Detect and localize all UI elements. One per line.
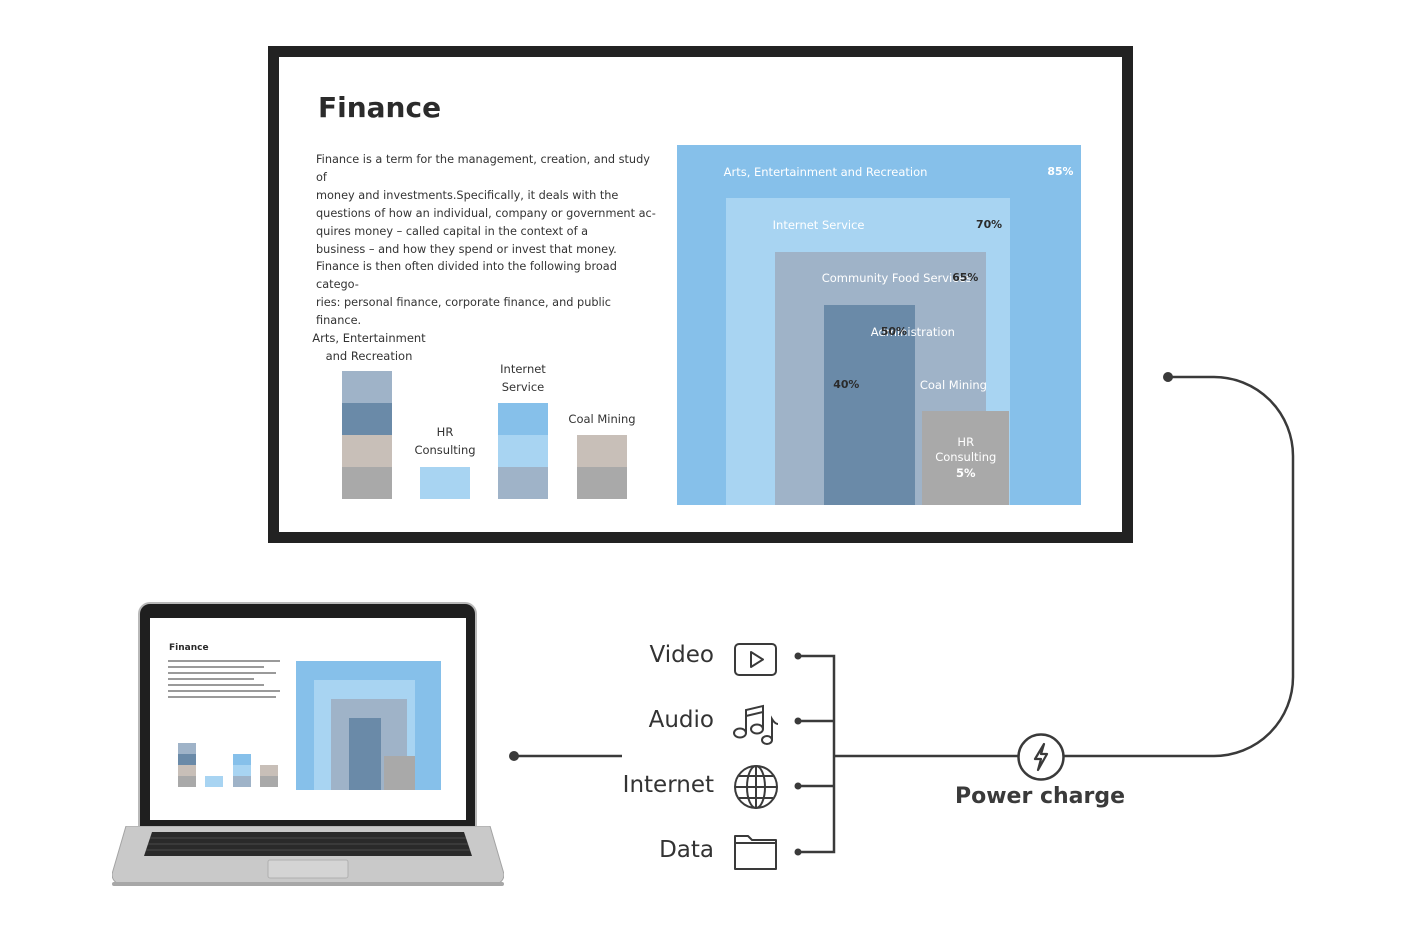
stack-hr-block-1 bbox=[420, 467, 470, 499]
mini-block bbox=[205, 776, 223, 787]
data-label: Data bbox=[659, 837, 714, 863]
slide-body-line: money and investments.Specifically, it d… bbox=[316, 188, 619, 202]
large-display: Finance Finance is a term for the manage… bbox=[268, 46, 1133, 543]
folder-icon bbox=[734, 835, 777, 870]
mini-block bbox=[260, 765, 278, 776]
slide-body-line: business – and how they spend or invest … bbox=[316, 242, 617, 256]
stack-label-internet: Internet Service bbox=[500, 362, 546, 394]
step-label: Arts, Entertainment and Recreation bbox=[723, 164, 928, 179]
stack-arts-block-3 bbox=[342, 435, 392, 467]
step-value-label: 70% bbox=[976, 218, 1003, 232]
slide-body: Finance is a term for the management, cr… bbox=[316, 151, 656, 330]
slide-body-line: Finance is a term for the management, cr… bbox=[316, 153, 650, 184]
audio-label: Audio bbox=[648, 707, 714, 733]
mini-block bbox=[178, 754, 196, 765]
hr-label-line: HR bbox=[957, 435, 975, 450]
slide-title: Finance bbox=[318, 91, 442, 124]
mini-block bbox=[178, 765, 196, 776]
laptop: Finance bbox=[138, 602, 477, 830]
step-label: Internet Service bbox=[772, 218, 865, 233]
mini-block bbox=[233, 776, 251, 787]
stack-label-hr: HR Consulting bbox=[414, 425, 476, 457]
step-label: Community Food Services bbox=[821, 271, 972, 286]
stack-internet-block-1 bbox=[498, 403, 548, 435]
stack-label-arts: Arts, Entertainment and Recreation bbox=[312, 331, 426, 363]
step-label: Administration bbox=[870, 324, 955, 339]
step-bar-hr-consulting bbox=[922, 411, 1010, 505]
hr-label-line: 5% bbox=[955, 466, 976, 481]
step-value-label: 65% bbox=[952, 271, 979, 285]
mini-block bbox=[233, 754, 251, 765]
stack-arts-block-2 bbox=[342, 403, 392, 435]
display-screen: Finance Finance is a term for the manage… bbox=[279, 57, 1122, 532]
stack-label-coal: Coal Mining bbox=[568, 412, 636, 426]
stack-arts-block-4 bbox=[342, 467, 392, 499]
hr-label-line: Consulting bbox=[935, 449, 997, 464]
step-value-label: 50% bbox=[880, 324, 907, 338]
step-value-label: 40% bbox=[833, 377, 860, 391]
slide-body-line: Finance is then often divided into the f… bbox=[316, 260, 617, 292]
stack-coal-block-2 bbox=[577, 467, 627, 499]
stack-arts-block-1 bbox=[342, 371, 392, 403]
mini-block bbox=[233, 765, 251, 776]
laptop-slide-title: Finance bbox=[169, 643, 209, 653]
lightning-bolt-icon bbox=[1017, 733, 1065, 781]
laptop-keyboard-base bbox=[112, 826, 504, 886]
video-play-icon bbox=[734, 643, 777, 676]
stack-coal-block-1 bbox=[577, 435, 627, 467]
mini-block bbox=[178, 776, 196, 787]
mini-block bbox=[178, 743, 196, 754]
music-notes-icon bbox=[733, 704, 779, 745]
step-bar-hr-consulting bbox=[383, 756, 415, 790]
step-label: Coal Mining bbox=[919, 377, 987, 392]
stack-internet-block-2 bbox=[498, 435, 548, 467]
step-chart: Arts, Entertainment and Recreation 85% Int… bbox=[677, 145, 1091, 505]
step-value-label: 85% bbox=[1047, 164, 1074, 178]
slide-body-line: questions of how an individual, company … bbox=[316, 206, 656, 220]
stack-internet-block-3 bbox=[498, 467, 548, 499]
globe-icon bbox=[734, 765, 778, 809]
power-charge-label: Power charge bbox=[954, 784, 1126, 809]
laptop-step-chart bbox=[296, 661, 444, 790]
video-label: Video bbox=[649, 642, 714, 668]
step-bar-administration bbox=[348, 718, 382, 790]
step-bar-administration bbox=[824, 304, 915, 505]
internet-label: Internet bbox=[622, 772, 714, 798]
slide-body-line: quires money – called capital in the con… bbox=[316, 224, 589, 238]
laptop-slide-text bbox=[168, 660, 284, 702]
laptop-screen: Finance bbox=[150, 618, 466, 820]
slide-body-line: ries: personal finance, corporate financ… bbox=[316, 296, 612, 328]
mini-block bbox=[260, 776, 278, 787]
